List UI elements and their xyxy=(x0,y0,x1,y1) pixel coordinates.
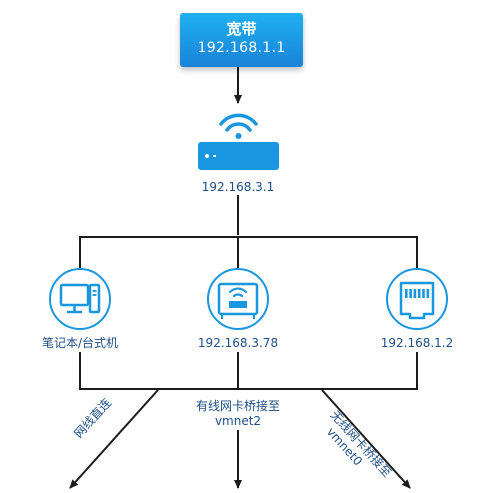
wired-bridge-line2: vmnet2 xyxy=(214,414,262,428)
broadband-ip: 192.168.1.1 xyxy=(197,40,286,56)
arrow-direct xyxy=(69,389,159,489)
ethernet-port-icon xyxy=(386,268,448,330)
connection-label-wired-bridge: 有线网卡桥接至 vmnet2 xyxy=(178,399,298,429)
broadband-box: 宽带 192.168.1.1 xyxy=(180,13,303,67)
device-label-port: 192.168.1.2 xyxy=(380,336,454,350)
arrow-wireless-bridge xyxy=(321,389,411,489)
broadband-title: 宽带 xyxy=(226,20,257,38)
device-label-nic: 192.168.3.78 xyxy=(197,336,279,350)
wired-bridge-line1: 有线网卡桥接至 xyxy=(195,399,280,413)
computer-icon xyxy=(49,268,111,330)
network-card-icon xyxy=(207,268,269,330)
device-label-computer: 笔记本/台式机 xyxy=(41,336,119,350)
router-ip-label: 192.168.3.1 xyxy=(201,180,275,194)
wifi-router-icon xyxy=(198,113,279,170)
